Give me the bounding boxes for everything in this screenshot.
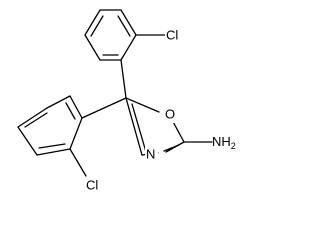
- double-bond-inner: [90, 15, 104, 37]
- label-background: [145, 145, 158, 162]
- double-bond-inner: [38, 143, 66, 149]
- amine-subscript: 2: [231, 141, 236, 151]
- double-bond-inner: [131, 103, 147, 153]
- double-bond-inner: [117, 15, 131, 37]
- amine-label: NH2: [212, 134, 236, 151]
- oxygen-label: O: [165, 106, 175, 121]
- bond: [36, 148, 71, 156]
- top-chlorophenyl-ring: [84, 9, 167, 61]
- molecule-structure: Cl O N NH2 Cl: [17, 9, 236, 194]
- bond: [84, 9, 101, 36]
- chlorine-label-bottom: Cl: [86, 177, 98, 192]
- bond: [17, 126, 38, 156]
- double-bond-inner: [24, 112, 48, 128]
- bond: [120, 59, 127, 99]
- chlorine-label-top: Cl: [166, 27, 178, 42]
- bond: [46, 95, 71, 109]
- double-bond-inner: [163, 144, 180, 152]
- bond: [84, 34, 101, 61]
- bond: [125, 97, 143, 156]
- atom-labels: Cl O N NH2 Cl: [85, 27, 236, 194]
- bond: [120, 9, 137, 36]
- amine-main: NH: [212, 134, 231, 149]
- bond: [69, 95, 83, 119]
- label-background: [165, 27, 185, 44]
- bond-to-chlorine: [69, 148, 87, 177]
- bond-to-bottom-ring: [81, 97, 127, 119]
- oxazole-ring: [81, 59, 213, 156]
- bond: [17, 107, 48, 128]
- double-bond-inner: [65, 102, 76, 120]
- bond: [120, 34, 137, 61]
- nitrogen-label: N: [146, 146, 155, 161]
- bond: [69, 117, 83, 150]
- label-background: [164, 106, 177, 123]
- bottom-chlorophenyl-ring: [17, 95, 87, 177]
- bond: [125, 97, 160, 113]
- label-background: [85, 177, 105, 194]
